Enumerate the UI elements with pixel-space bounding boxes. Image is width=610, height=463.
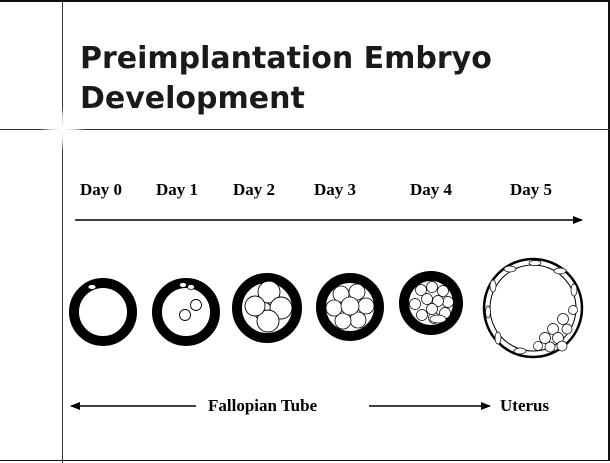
embryo-day-2: [237, 278, 297, 338]
embryo-day-5: [484, 259, 582, 357]
embryo-day-4: [404, 276, 458, 330]
embryo-day-3: [321, 278, 379, 336]
uterus-label: Uterus: [500, 396, 549, 416]
embryo-day-0: [74, 283, 132, 341]
embryo-day-1: [157, 283, 215, 342]
fallopian-tube-label: Fallopian Tube: [208, 396, 317, 416]
